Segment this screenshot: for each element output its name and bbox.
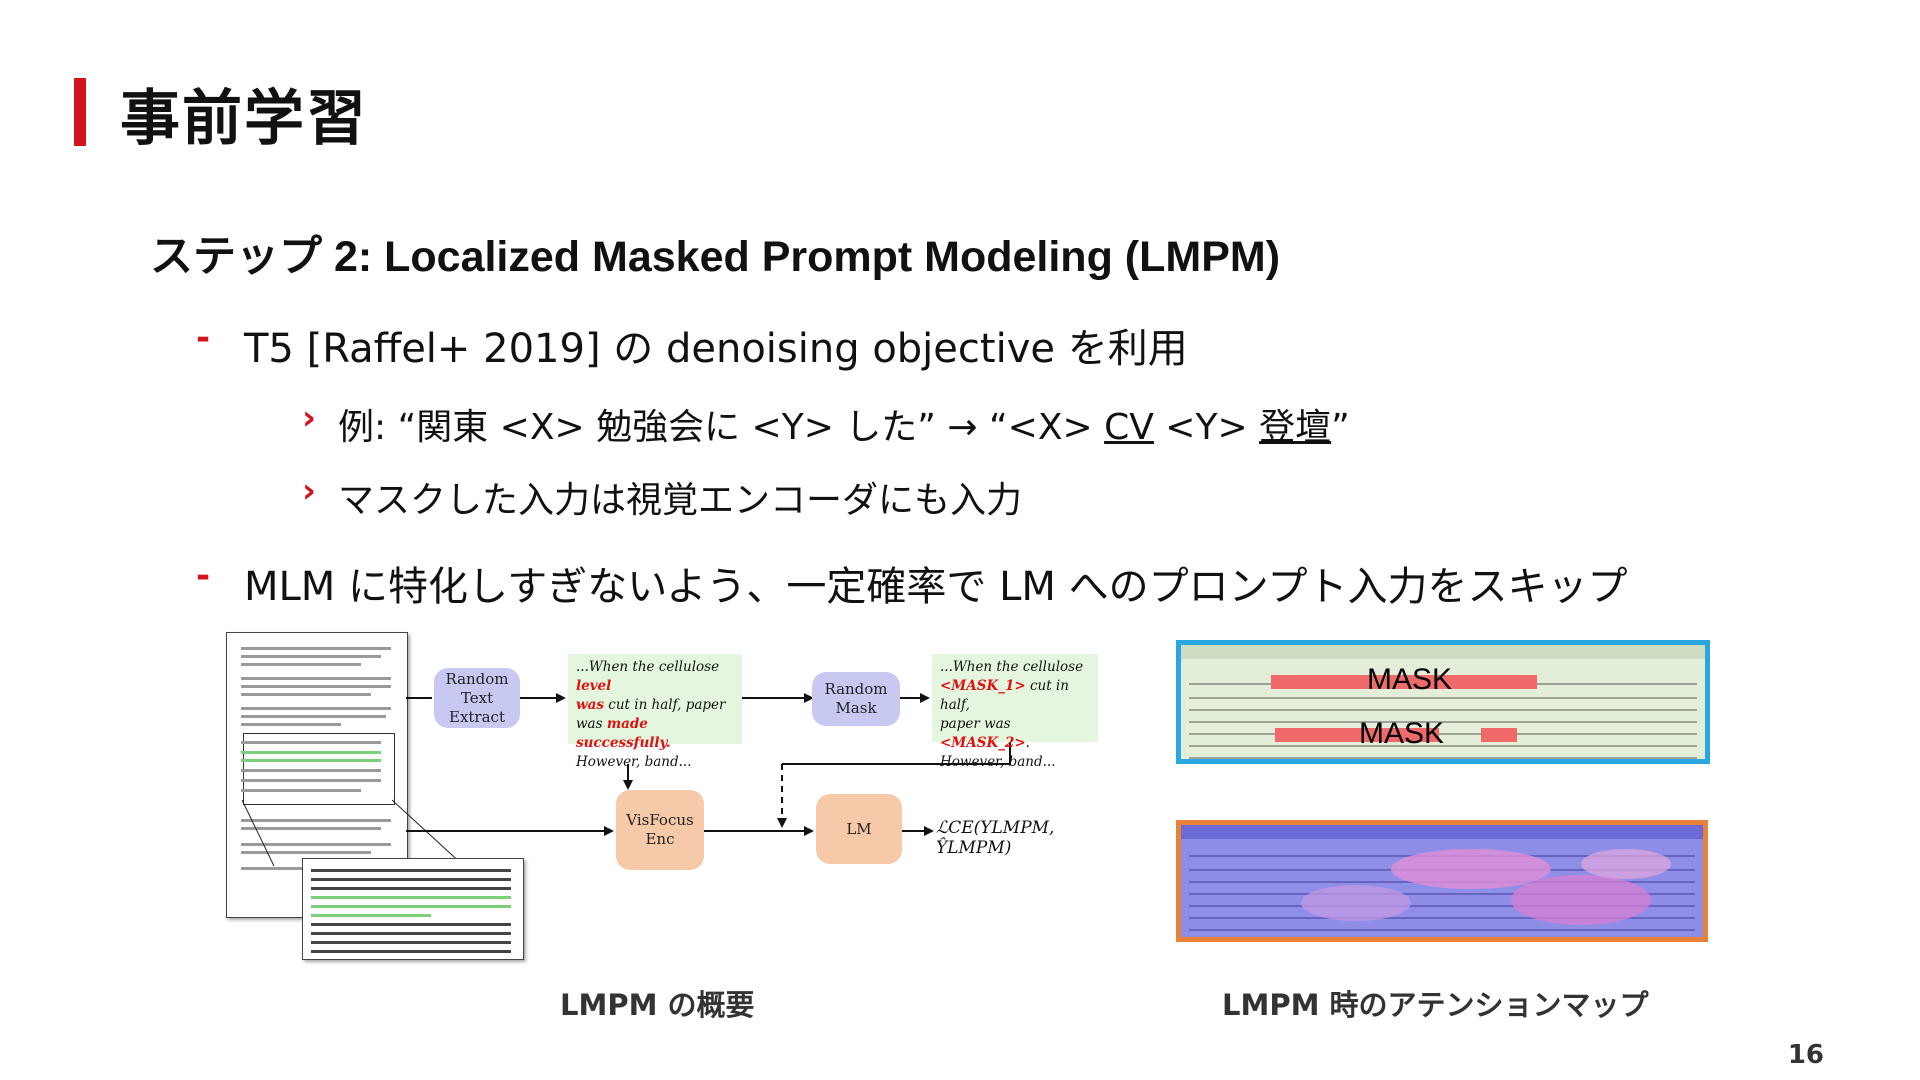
bullet-dash: - [196,556,211,596]
visfocus-encoder-block: VisFocus Enc [616,790,704,870]
lmpm-diagram: Random Text Extract Random Mask VisFocus… [220,628,1100,964]
bullet-1-text: T5 [Raffel+ 2019] の denoising objective … [244,326,1188,372]
document-zoom-crop [302,858,524,960]
random-mask-block: Random Mask [812,672,900,726]
attention-heatmap-image [1176,820,1708,942]
example-cv: CV [1104,407,1154,448]
mask-highlight-1 [1271,675,1537,689]
random-text-extract-block: Random Text Extract [434,668,520,728]
sub-bullet-example: 例: “関東 <X> 勉強会に <Y> した” → “<X> CV <Y> 登壇… [338,398,1350,450]
loss-formula: ℒCE(YLMPM, ŶLMPM) [936,818,1055,858]
example-mid: <Y> [1153,407,1260,448]
example-prefix: 例: “関東 <X> 勉強会に <Y> した” → “<X> [338,407,1105,448]
example-suffix: ” [1331,407,1350,448]
slide-title: 事前学習 [120,84,368,154]
mask-label-2: MASK [1359,717,1445,750]
example-end-word: 登壇 [1259,407,1332,448]
bullet-dash: - [196,318,211,358]
step-heading: ステップ 2: Localized Masked Prompt Modeling… [150,233,1281,281]
language-model-block: LM [816,794,902,864]
sub-bullet-masked-input: マスクした入力は視覚エンコーダにも入力 [338,480,1023,521]
masked-text-image: MASK MASK [1176,640,1710,764]
caption-lmpm-overview: LMPM の概要 [560,988,755,1022]
sub-bullet-chevron: › [302,471,317,511]
extracted-text-snippet: ...When the cellulose level was cut in h… [568,654,742,770]
caption-attention-map: LMPM 時のアテンションマップ [1222,988,1649,1022]
mask-label-1: MASK [1367,663,1453,696]
sub-bullet-chevron: › [302,398,317,438]
bullet-1: - [196,318,210,358]
page-number: 16 [1787,1040,1824,1070]
bullet-2: - [196,556,210,596]
title-accent-bar [74,78,86,146]
zoom-connector-lines [241,693,1011,867]
masked-text-snippet: ...When the cellulose <MASK_1> cut in ha… [932,654,1098,770]
bullet-2-text: MLM に特化しすぎないよう、一定確率で LM へのプロンプト入力をスキップ [244,564,1628,610]
mask-highlight-2 [1275,728,1439,742]
